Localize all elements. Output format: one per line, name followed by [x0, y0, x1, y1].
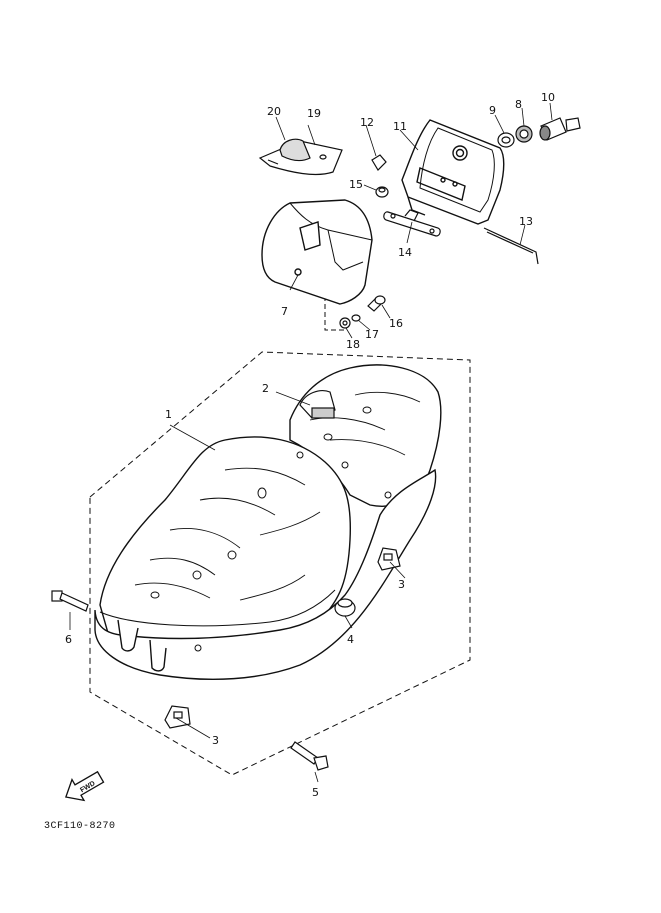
seat-wrinkles — [134, 391, 421, 601]
callout-5: 5 — [312, 786, 319, 799]
storage-case-part — [401, 119, 505, 225]
callout-6: 6 — [65, 633, 72, 646]
small-hardware-part — [339, 295, 386, 329]
callout-3b: 3 — [212, 734, 219, 747]
callout-11: 11 — [393, 120, 407, 133]
callout-2: 2 — [262, 382, 269, 395]
bolt-5-part — [290, 741, 329, 771]
callout-13: 13 — [519, 215, 533, 228]
callout-3: 3 — [398, 578, 405, 591]
callout-labels: 1 2 3 3 4 5 6 7 8 9 10 11 12 13 14 15 16… — [65, 91, 555, 799]
callout-4: 4 — [347, 633, 354, 646]
callout-12: 12 — [360, 116, 374, 129]
callout-19: 19 — [307, 107, 321, 120]
seat-part — [94, 364, 442, 680]
clip-part — [371, 154, 387, 171]
damper-part — [334, 598, 356, 617]
bolt-6-part — [51, 590, 89, 612]
backrest-cover-part — [261, 199, 373, 305]
callout-17: 17 — [365, 328, 379, 341]
drawing-code: 3CF110-8270 — [44, 821, 116, 832]
forward-arrow-icon: FWD — [65, 770, 105, 802]
callout-7: 7 — [281, 305, 288, 318]
nut-15-part — [375, 186, 389, 198]
lock-assembly-part — [497, 117, 581, 148]
callout-20: 20 — [267, 105, 281, 118]
bracket-part — [383, 209, 441, 237]
seat-buttons — [150, 406, 392, 652]
callout-18: 18 — [346, 338, 360, 351]
callout-14: 14 — [398, 246, 412, 259]
seat-assembly-boundary — [89, 351, 471, 776]
callout-10: 10 — [541, 91, 555, 104]
cap-and-plate-part — [258, 138, 343, 176]
callout-16: 16 — [389, 317, 403, 330]
callout-1: 1 — [165, 408, 172, 421]
lock-rod-part — [483, 227, 539, 265]
backrest-reference-line — [324, 264, 345, 331]
seat-strap-part — [299, 390, 336, 419]
callout-8: 8 — [515, 98, 522, 111]
callout-15: 15 — [349, 178, 363, 191]
leader-lines — [69, 102, 553, 783]
callout-9: 9 — [489, 104, 496, 117]
